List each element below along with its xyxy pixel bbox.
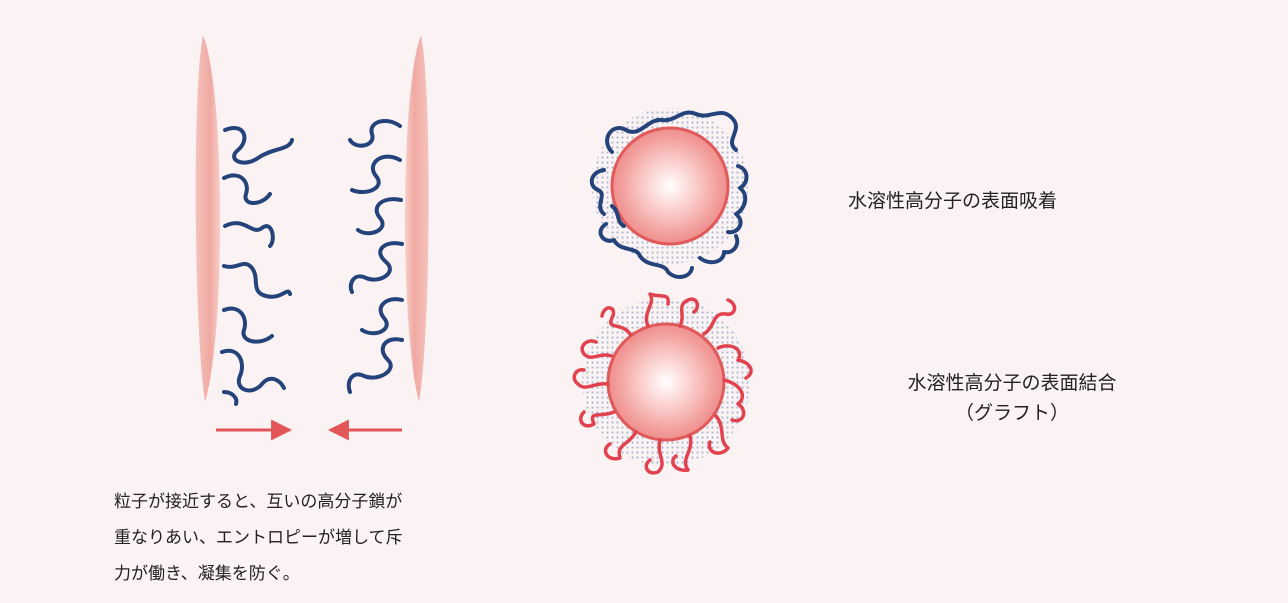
particle-wall-left [196, 35, 220, 402]
particle-wall-right [405, 35, 429, 402]
polymer-chains-left [222, 128, 292, 404]
particle-sphere-top [612, 128, 728, 244]
label-surface-adsorption: 水溶性高分子の表面吸着 [848, 186, 1057, 213]
particle-sphere-bottom [608, 324, 724, 440]
sphere-grafting [574, 294, 751, 473]
sphere-adsorption [592, 108, 748, 277]
caption-line-1: 粒子が接近すると、互いの高分子鎖が [114, 484, 403, 520]
label-grafting-line2: （グラフト） [862, 398, 1162, 428]
label-grafting-line1: 水溶性高分子の表面結合 [862, 368, 1162, 398]
caption-line-2: 重なりあい、エントロピーが増して斥 [114, 520, 403, 556]
label-surface-grafting: 水溶性高分子の表面結合 （グラフト） [862, 368, 1162, 428]
caption-line-3: 力が働き、凝集を防ぐ。 [114, 556, 403, 592]
mechanism-caption: 粒子が接近すると、互いの高分子鎖が 重なりあい、エントロピーが増して斥 力が働き… [114, 484, 403, 592]
polymer-chains-right [349, 121, 402, 392]
